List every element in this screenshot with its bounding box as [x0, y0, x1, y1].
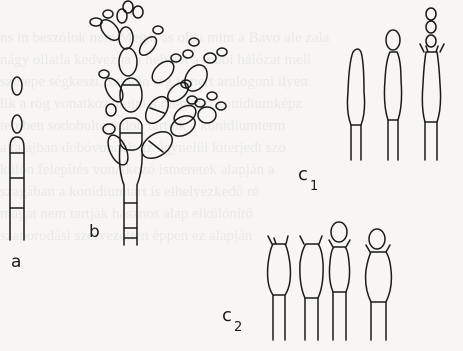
- c2-sterigmata-2: [300, 236, 322, 244]
- c1-sterigmata-right: [420, 44, 444, 52]
- figure-c1-conidiophores: [347, 8, 444, 160]
- figure-a-conidial-chain: [10, 77, 24, 240]
- conidium-b-7: [99, 70, 109, 78]
- c1-conidiophore-middle: [384, 52, 401, 160]
- c1-conidiophore-right: [422, 52, 440, 160]
- c2-conidiophore-1: [268, 244, 291, 340]
- conidium-b-3: [133, 6, 143, 18]
- septum-b-6: [150, 108, 164, 113]
- c2-conidium-4: [369, 229, 385, 249]
- label-c1-subscript: 1: [310, 179, 318, 194]
- cell-b-axis-4: [119, 27, 133, 49]
- conidium-b-8: [171, 54, 181, 62]
- c1-conidium-right-1: [426, 35, 436, 47]
- c2-sterigmata-1: [268, 236, 288, 244]
- conidium-b-10: [217, 48, 227, 56]
- c2-conidiophore-3: [329, 247, 349, 340]
- c2-conidiophore-4: [366, 252, 392, 340]
- conidium-b-14: [207, 92, 217, 100]
- figure-c2-conidiophores: [268, 222, 392, 340]
- c2-conidiophore-2: [300, 244, 323, 340]
- septum-b-7: [149, 141, 163, 152]
- cell-b-axis-1: [120, 118, 142, 150]
- conidium-b-5: [103, 10, 113, 18]
- label-c1-letter: c: [298, 164, 308, 185]
- cell-b-ll-2: [106, 104, 116, 116]
- c1-conidium-right-2: [426, 21, 436, 33]
- conidium-b-6: [153, 26, 163, 34]
- cell-b-right-1: [136, 34, 159, 59]
- cell-b-right-3: [180, 61, 211, 95]
- conidium-b-2: [123, 1, 133, 13]
- figure-b-branched-conidiophore: [90, 1, 227, 245]
- conidium-a-top: [12, 77, 22, 95]
- stipe-b: [120, 145, 143, 245]
- label-a: a: [11, 252, 21, 272]
- conidium-b-17: [216, 102, 226, 110]
- conidium-a-middle: [12, 115, 22, 133]
- conidium-b-12: [189, 38, 199, 46]
- c1-conidium-right-3: [426, 8, 436, 20]
- conidium-b-11: [183, 50, 193, 58]
- label-c2-subscript: 2: [234, 320, 242, 335]
- cell-b-low-3: [198, 107, 216, 123]
- conidium-b-15: [187, 96, 197, 104]
- c2-conidium-3: [331, 222, 347, 242]
- label-b: b: [89, 222, 100, 242]
- conidium-b-18: [103, 124, 115, 134]
- conidium-b-1: [117, 9, 127, 23]
- cell-b-left-2: [101, 75, 126, 105]
- c1-conidiophore-left: [347, 49, 364, 160]
- label-c2-letter: c: [222, 305, 232, 326]
- c1-conidium-middle: [386, 30, 400, 50]
- conidium-b-4: [90, 18, 102, 26]
- cell-b-axis-3: [119, 48, 137, 76]
- c2-sterigmata-3: [329, 240, 350, 247]
- conidium-b-9: [204, 53, 216, 63]
